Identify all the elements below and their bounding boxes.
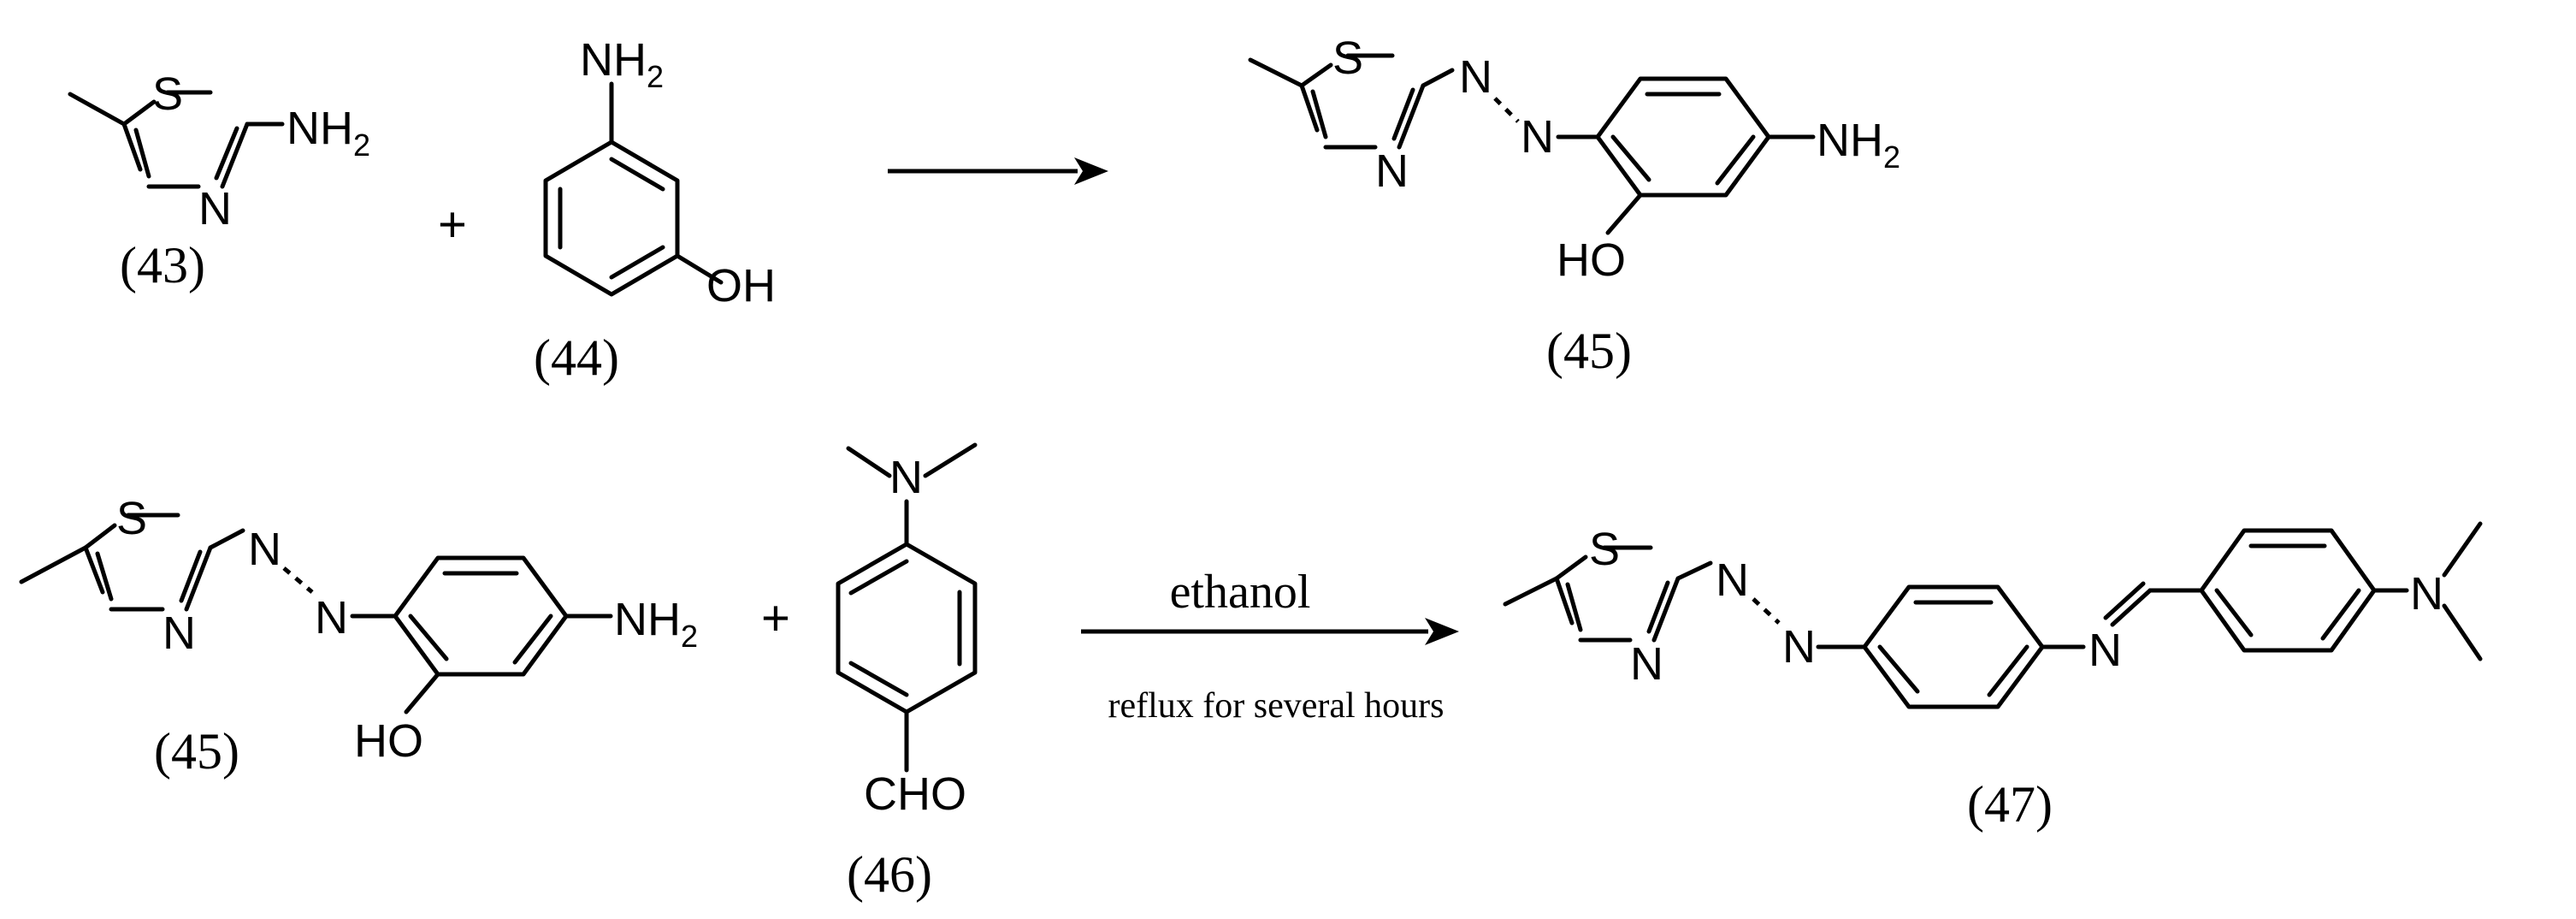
sulfur-atom: S bbox=[1332, 33, 1363, 84]
hydroxyl-group: HO bbox=[1557, 234, 1626, 286]
azo-linkage: N N bbox=[1421, 51, 1600, 163]
sulfur-atom: S bbox=[116, 493, 147, 544]
amine-group: NH2 bbox=[580, 34, 664, 94]
nitrogen-atom: N bbox=[1459, 51, 1492, 103]
compound-47-label: (47) bbox=[1967, 776, 2053, 833]
benzene-ring bbox=[393, 555, 613, 714]
thiazole-ring bbox=[1503, 545, 1681, 643]
nitrogen-atom: N bbox=[162, 608, 196, 659]
compound-43-structure: S N NH2 (43) bbox=[68, 68, 370, 293]
compound-45-reactant-structure: S N N N NH2 HO (45) bbox=[19, 493, 698, 780]
nitrogen-atom: N bbox=[1716, 554, 1749, 606]
compound-46-label: (46) bbox=[847, 846, 932, 903]
compound-47-structure: S N N N N N (47) bbox=[1503, 521, 2483, 833]
compound-45-product-structure: S N N N NH2 HO (45) bbox=[1248, 33, 1900, 379]
nitrogen-atom: N bbox=[1630, 638, 1663, 690]
methyl-bonds bbox=[846, 442, 978, 478]
sulfur-atom: S bbox=[152, 68, 183, 120]
reaction-arrow-1 bbox=[888, 157, 1108, 185]
imine-nitrogen: N bbox=[2089, 625, 2122, 676]
azo-linkage: N N bbox=[208, 524, 398, 643]
thiazole-ring bbox=[19, 513, 213, 612]
plus-sign-1: + bbox=[438, 197, 467, 252]
nitrogen-atom: N bbox=[1782, 621, 1816, 673]
imine-linkage: N bbox=[2040, 581, 2204, 676]
condition-label: reflux for several hours bbox=[1108, 686, 1444, 726]
amine-group: NH2 bbox=[1817, 115, 1900, 175]
sulfur-atom: S bbox=[1589, 524, 1620, 575]
nitrogen-atom: N bbox=[315, 592, 348, 643]
compound-45-label: (45) bbox=[1546, 323, 1632, 379]
benzene-ring-1 bbox=[1862, 584, 2045, 709]
dimethylamino-nitrogen: N bbox=[2410, 568, 2443, 620]
compound-44-structure: NH2 OH (44) bbox=[534, 34, 776, 386]
amine-group: NH2 bbox=[614, 594, 698, 654]
benzene-ring bbox=[836, 499, 978, 773]
nitrogen-atom: N bbox=[248, 524, 281, 575]
dimethylamino-nitrogen: N bbox=[889, 452, 923, 503]
aldehyde-group: CHO bbox=[864, 768, 966, 820]
compound-45-label: (45) bbox=[154, 723, 239, 780]
nitrogen-atom: N bbox=[1375, 145, 1409, 197]
hydroxyl-group: HO bbox=[354, 715, 423, 767]
nitrogen-atom: N bbox=[198, 183, 232, 234]
thiazole-ring bbox=[1248, 53, 1426, 150]
thiazole-ring bbox=[68, 90, 250, 189]
compound-46-structure: N CHO (46) bbox=[836, 442, 978, 903]
reagent-label: ethanol bbox=[1170, 566, 1311, 619]
compound-43-label: (43) bbox=[120, 237, 205, 293]
amine-group: NH2 bbox=[287, 103, 370, 163]
nitrogen-atom: N bbox=[1521, 111, 1554, 163]
compound-44-label: (44) bbox=[534, 329, 619, 386]
methyl-bonds bbox=[2442, 521, 2483, 661]
azo-linkage: N N bbox=[1675, 554, 1867, 673]
benzene-ring bbox=[543, 81, 724, 297]
reaction-arrow-2: ethanol reflux for several hours bbox=[1081, 566, 1459, 726]
hydroxyl-group: OH bbox=[706, 260, 776, 311]
plus-sign-2: + bbox=[761, 590, 790, 646]
benzene-ring bbox=[1595, 76, 1816, 235]
benzene-ring-2 bbox=[2199, 528, 2409, 653]
